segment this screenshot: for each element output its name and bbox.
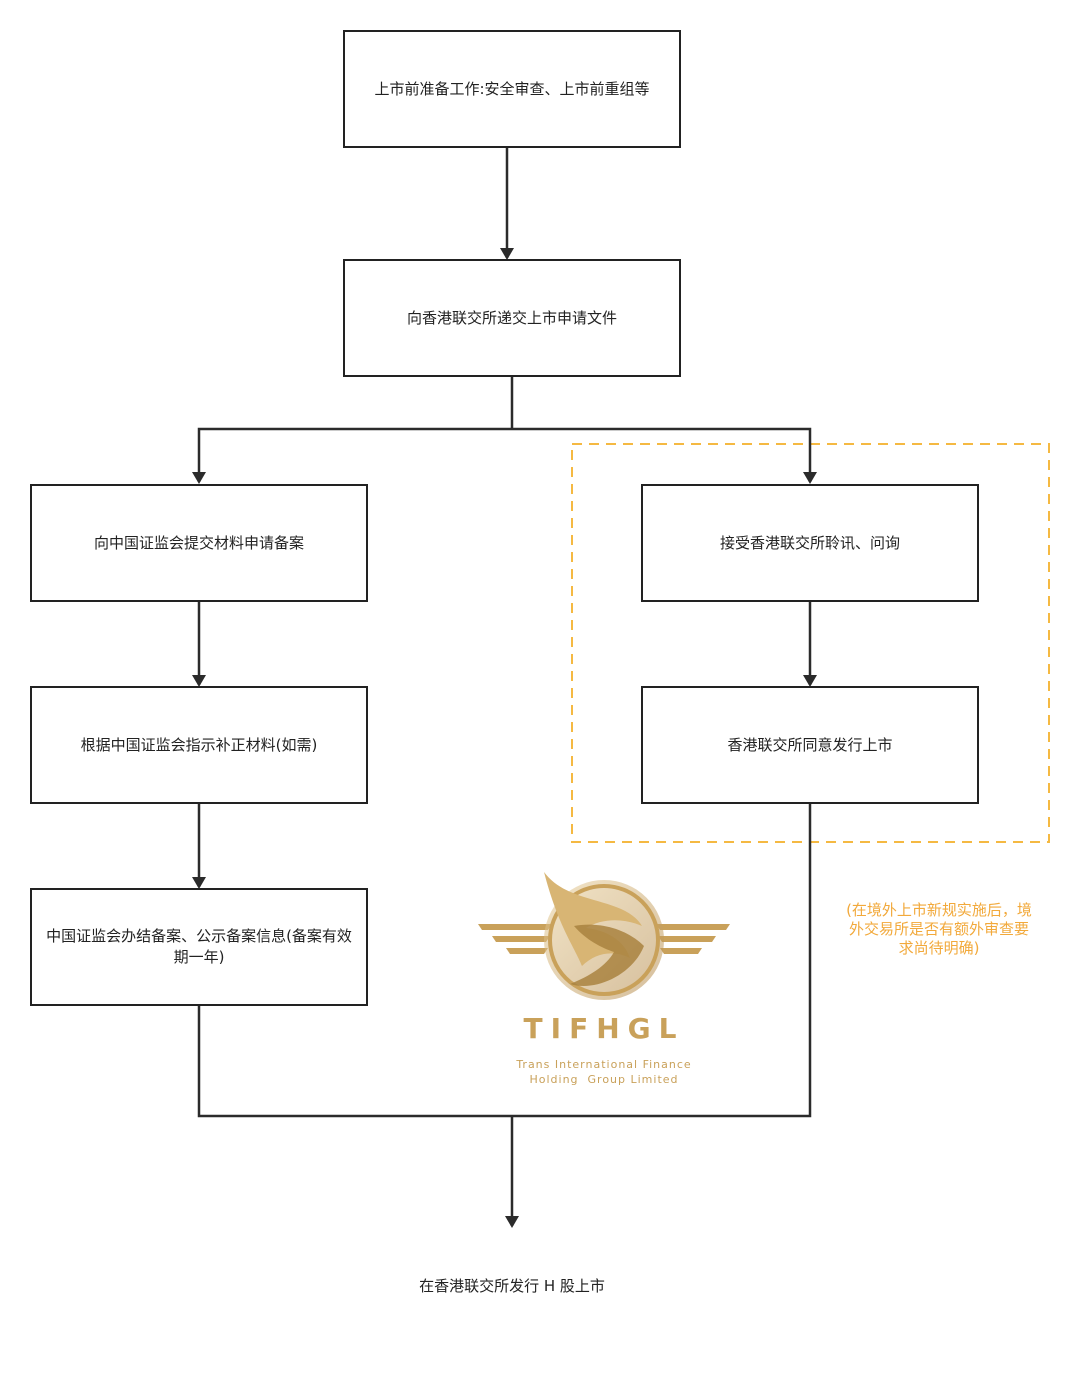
node-hkex-approve-label: 香港联交所同意发行上市 <box>727 735 893 754</box>
logo-subtitle-line2: Holding Group Limited <box>529 1073 679 1086</box>
node-csrc-file: 向中国证监会提交材料申请备案 <box>30 484 368 602</box>
node-hkex-hearing-label: 接受香港联交所聆讯、问询 <box>719 533 900 552</box>
edge-split-left <box>192 427 512 484</box>
eagle-emblem-icon <box>478 872 730 1000</box>
node-prep-label: 上市前准备工作:安全审查、上市前重组等 <box>374 79 650 98</box>
edge-merge <box>197 803 812 1118</box>
node-prep: 上市前准备工作:安全审查、上市前重组等 <box>343 30 681 148</box>
node-csrc-supplement-label: 根据中国证监会指示补正材料(如需) <box>80 735 318 754</box>
node-final-label: 在香港联交所发行 H 股上市 <box>419 1277 605 1295</box>
node-csrc-complete: 中国证监会办结备案、公示备案信息(备案有效期一年) <box>30 888 368 1006</box>
node-submit-label: 向香港联交所递交上市申请文件 <box>406 308 617 327</box>
node-hkex-approve: 香港联交所同意发行上市 <box>641 686 979 804</box>
node-csrc-complete-label: 中国证监会办结备案、公示备案信息(备案有效期一年) <box>46 927 352 966</box>
logo-subtitle-line1: Trans International Finance <box>516 1058 692 1071</box>
hkex-review-note: (在境外上市新规实施后，境外交易所是否有额外审查要求尚待明确) <box>846 901 1032 957</box>
node-hkex-hearing: 接受香港联交所聆讯、问询 <box>641 484 979 602</box>
edge-split-right <box>512 427 817 484</box>
tifhgl-logo: TIFHGL Trans International Finance Holdi… <box>474 866 734 1091</box>
logo-name: TIFHGL <box>523 1012 685 1045</box>
node-csrc-supplement: 根据中国证监会指示补正材料(如需) <box>30 686 368 804</box>
node-csrc-file-label: 向中国证监会提交材料申请备案 <box>93 533 304 552</box>
node-submit: 向香港联交所递交上市申请文件 <box>343 259 681 377</box>
